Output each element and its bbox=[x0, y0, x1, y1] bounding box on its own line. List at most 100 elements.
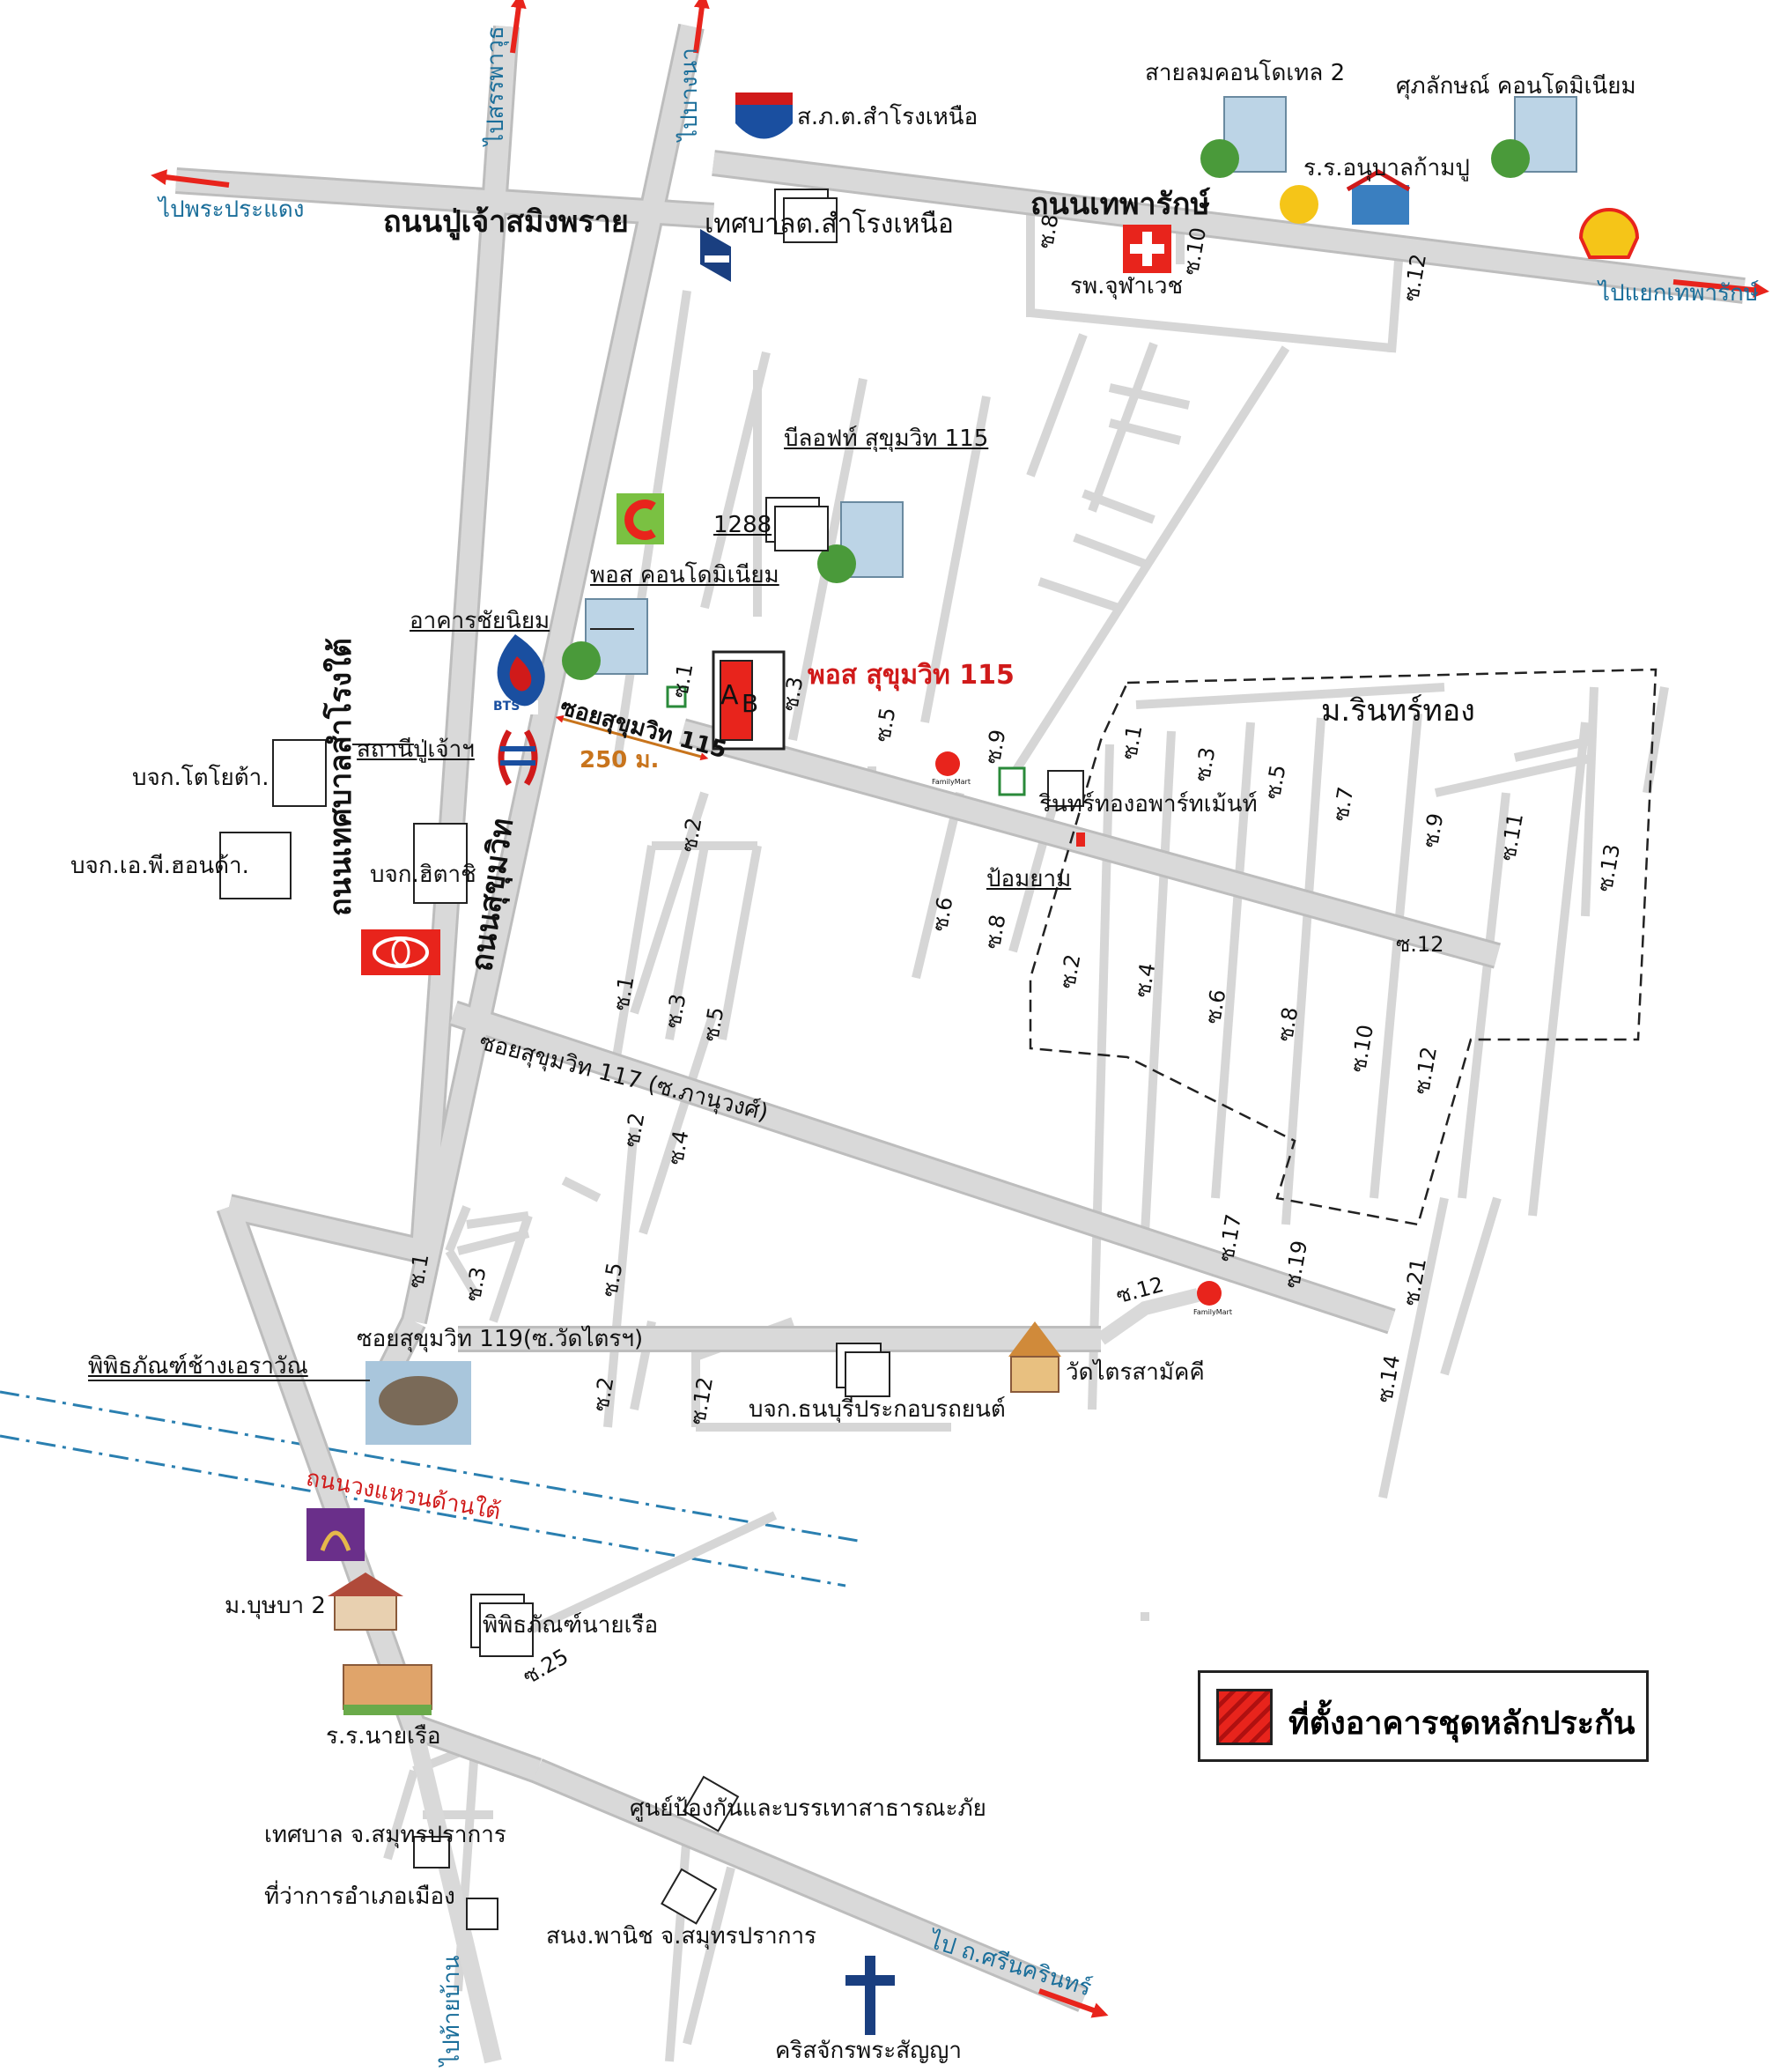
label-pos-condo: พอส คอนโดมิเนียม bbox=[590, 562, 779, 588]
soi-label: ซ.1 bbox=[668, 662, 698, 700]
church-icon bbox=[845, 1956, 895, 2035]
label-familymart-1: FamilyMart bbox=[932, 778, 971, 786]
label-erawan-museum: พิพิธภัณฑ์ช้างเอราวัณ bbox=[88, 1353, 308, 1380]
store-markers bbox=[666, 685, 1222, 1306]
leader-lines bbox=[88, 628, 634, 1381]
soi-label: ซ.1 bbox=[403, 1252, 434, 1291]
naval-academy-icon bbox=[343, 1664, 432, 1715]
soi-label: ซ.3 bbox=[778, 675, 808, 714]
soi-label: ซ.2 bbox=[1055, 952, 1086, 991]
soi-label: ซ.9 bbox=[1418, 811, 1449, 850]
label-wat-trai: วัดไตรสามัคคี bbox=[1066, 1359, 1205, 1386]
label-municipal-north: เทศบาลต.สำโรงเหนือ bbox=[705, 209, 954, 240]
kindergarten-icon bbox=[1280, 169, 1411, 225]
temple-icon bbox=[1008, 1321, 1061, 1393]
label-hospital: รพ.จุฬาเวช bbox=[1070, 273, 1184, 300]
label-pos-main: พอส สุขุมวิท 115 bbox=[808, 660, 1015, 691]
label-naval-academy: ร.ร.นายเรือ bbox=[326, 1723, 441, 1750]
soi-label: ซ.5 bbox=[1260, 763, 1291, 802]
label-police: ส.ภ.ต.สำโรงเหนือ bbox=[797, 104, 978, 130]
condo-buildings bbox=[562, 96, 1577, 680]
label-samutprakan-muni: เทศบาล จ.สมุทรปราการ bbox=[264, 1822, 506, 1848]
main-roads bbox=[175, 23, 1746, 2064]
ring-road-lines bbox=[0, 1390, 864, 1587]
label-blowft: บีลอฟท์ สุขุมวิท 115 bbox=[784, 426, 989, 452]
label-bts-logo: BTS bbox=[493, 699, 521, 714]
soi-label: ซ.7 bbox=[1328, 785, 1359, 824]
label-ap-honda: บจก.เอ.พี.ฮอนด้า. bbox=[70, 853, 249, 879]
label-bts-station: สถานีปู่เจ้าฯ bbox=[357, 736, 475, 763]
label-rinthong-village: ม.รินทร์ทอง bbox=[1321, 693, 1475, 729]
label-condo-saylom: สายลมคอนโดเทล 2 bbox=[1145, 60, 1346, 86]
label-unit-a: A bbox=[720, 680, 739, 711]
soi-label: ซ.1 bbox=[609, 974, 639, 1013]
target-building bbox=[712, 650, 786, 751]
dest-north-left: ไปสรรพาวุธ bbox=[483, 26, 509, 145]
road-label-soi119: ซอยสุขุมวิท 119(ซ.วัดไตรฯ) bbox=[357, 1326, 644, 1352]
soi-label: ซ.8 bbox=[1033, 212, 1064, 251]
soi-label: ซ.5 bbox=[698, 1005, 729, 1044]
shell-logo bbox=[1578, 208, 1640, 259]
municipal-icon bbox=[700, 229, 731, 282]
label-district-office: ที่ว่าการอำเภอเมือง bbox=[264, 1883, 455, 1910]
label-distance: 250 ม. bbox=[580, 747, 660, 773]
label-naval-museum: พิพิธภัณฑ์นายเรือ bbox=[483, 1612, 659, 1639]
soi-label: ซ.1 bbox=[1117, 723, 1148, 762]
soi-label: ซ.2 bbox=[619, 1111, 650, 1150]
direction-arrows bbox=[151, 0, 1769, 2018]
erawan-elephant-icon bbox=[365, 1361, 471, 1445]
legend-box: ที่ตั้งอาคารชุดหลักประกัน bbox=[1198, 1670, 1649, 1762]
distance-arrow bbox=[555, 714, 709, 761]
label-disaster-center: ศูนย์ป้องกันและบรรเทาสาธารณะภัย bbox=[630, 1795, 986, 1822]
dest-south: ไปท้ายบ้าน bbox=[439, 1955, 465, 2066]
soi-label: ซ.9 bbox=[980, 728, 1011, 766]
hospital-icon bbox=[1123, 225, 1171, 273]
label-commerce-office: สนง.พานิช จ.สมุทรปราการ bbox=[546, 1923, 817, 1950]
label-church: คริสจักรพระสัญญา bbox=[775, 2038, 963, 2064]
label-rinthong-apartment: รินทร์ทองอพาร์ทเม้นท์ bbox=[1039, 791, 1258, 818]
label-1288: 1288 bbox=[713, 512, 772, 538]
bigc-logo bbox=[617, 493, 664, 544]
soi-label: ซ.5 bbox=[597, 1261, 628, 1299]
soi-label: ซ.3 bbox=[661, 992, 691, 1031]
label-butsaba: ม.บุษบา 2 bbox=[225, 1593, 326, 1619]
soi-label: ซ.2 bbox=[676, 816, 707, 855]
road-label-tessaban: ถนนเทศบาลสำโรงใต้ bbox=[323, 638, 358, 916]
label-familymart-2: FamilyMart bbox=[1193, 1308, 1232, 1316]
label-thonburi-assembly: บจก.ธนบุรีประกอบรถยนต์ bbox=[749, 1396, 1006, 1423]
ptt-logo bbox=[497, 634, 545, 707]
soi-label: ซ.2 bbox=[588, 1375, 619, 1414]
toyota-logo bbox=[361, 929, 440, 975]
soi-label: ซ.3 bbox=[1190, 745, 1221, 784]
dest-west: ไปพระประแดง bbox=[159, 196, 305, 223]
dest-north-right: ไปบางนา bbox=[676, 48, 703, 141]
soi-label: ซ.6 bbox=[927, 895, 958, 934]
dest-east: ไปแยกเทพารักษ์ bbox=[1598, 280, 1759, 307]
legend-label: ที่ตั้งอาคารชุดหลักประกัน bbox=[1288, 1706, 1635, 1742]
soi-label: ซ.4 bbox=[1130, 961, 1161, 1000]
building-outlines bbox=[219, 189, 1084, 1930]
legend-swatch bbox=[1216, 1689, 1273, 1745]
house-icon bbox=[328, 1572, 403, 1631]
soi-label: ซ.4 bbox=[663, 1128, 694, 1167]
label-unit-b: B bbox=[742, 689, 759, 718]
soi-label: ซ.8 bbox=[1273, 1005, 1303, 1044]
police-box-marker bbox=[1076, 832, 1085, 847]
road-label-poochao: ถนนปู่เจ้าสมิงพราย bbox=[383, 204, 629, 240]
village-boundary bbox=[1029, 668, 1658, 1226]
soi-label: ซ.8 bbox=[980, 913, 1011, 951]
police-shield-icon bbox=[735, 92, 793, 139]
label-chaiyaniyom: อาคารชัยนิยม bbox=[410, 608, 550, 634]
road-label-thepharak: ถนนเทพารักษ์ bbox=[1030, 187, 1210, 222]
label-kindergarten: ร.ร.อนุบาลก้ามปู bbox=[1303, 155, 1470, 181]
soi-label: ซ.5 bbox=[870, 706, 901, 744]
soi-label: ซ.3 bbox=[461, 1265, 491, 1304]
label-condo-suppalak: ศุภลักษณ์ คอนโดมิเนียม bbox=[1396, 73, 1636, 100]
soi-label: ซ.6 bbox=[1200, 988, 1231, 1026]
label-police-box: ป้อมยาม bbox=[986, 866, 1072, 892]
scb-logo bbox=[306, 1508, 365, 1561]
label-toyota: บจก.โตโยต้า. bbox=[132, 765, 269, 791]
soi-label: ซ.12 bbox=[1396, 932, 1444, 957]
label-hitachi: บจก.ฮิตาชิ bbox=[370, 862, 476, 888]
